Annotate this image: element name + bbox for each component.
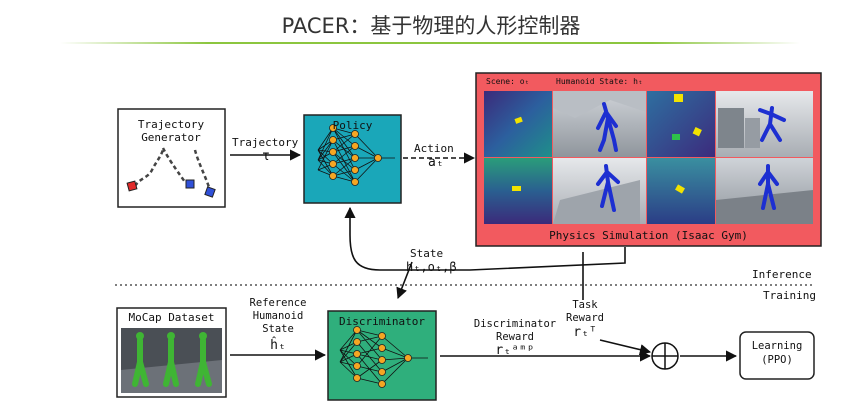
disc-reward-label-1: Discriminator [473,318,557,330]
sum-node [651,342,679,370]
training-label: Training [763,289,816,302]
policy-label: Policy [332,119,373,132]
trajectory-end-blue-1 [185,179,195,189]
disc-reward-label-2: Reward [496,331,534,343]
discriminator-nodes [353,326,412,388]
humanoid-state-label: Humanoid State: hₜ [556,77,643,86]
trajectory-dash-2 [161,147,187,183]
state-label: State [410,247,444,260]
trajectory-start-red [126,180,138,192]
discriminator-network [339,329,428,385]
learning-box [739,331,815,380]
trajectory-symbol: τ [262,149,270,164]
arrow-task-reward-to-sum [599,339,652,356]
disc-reward-symbol: rₜᵃᵐᵖ [495,343,535,358]
action-symbol: aₜ [428,155,444,170]
learning-label-1: Learning [751,340,803,352]
trajectory-generator-label-2: Generator [141,131,201,144]
slide-title: PACER：基于物理的人形控制器 [281,14,581,38]
scene-tile-1 [484,91,552,157]
trajectory-end-blue-2 [204,186,216,198]
trajectory-arrow-label: Trajectory [232,136,299,149]
policy-nodes [329,124,382,186]
discriminator-label: Discriminator [338,315,426,328]
trajectory-dash-3 [193,149,212,191]
learning-label-2: (PPO) [761,354,793,366]
scene-label: Scene: oₜ [486,77,530,86]
task-reward-symbol: rₜᵀ [573,325,597,340]
action-label: Action [414,142,454,155]
mocap-label: MoCap Dataset [128,311,215,324]
task-reward-label-2: Reward [566,312,604,324]
reference-label-2: Humanoid [252,310,304,322]
inference-label: Inference [752,268,812,281]
simulation-grid [484,91,813,224]
arrow-state-to-policy [344,206,626,271]
reference-symbol: ĥₜ [270,338,286,353]
title-divider [60,42,800,44]
reference-label-3: State [262,323,294,335]
arrow-state-to-discriminator [396,261,413,300]
trajectory-dash-1 [133,149,165,187]
simulation-caption: Physics Simulation (Isaac Gym) [549,229,748,242]
policy-network [317,127,395,183]
state-symbols: hₜ,oₜ,β [406,260,457,274]
task-reward-label-1: Task [572,299,598,311]
reference-label-1: Reference [249,297,307,309]
trajectory-generator-label-1: Trajectory [137,118,205,131]
